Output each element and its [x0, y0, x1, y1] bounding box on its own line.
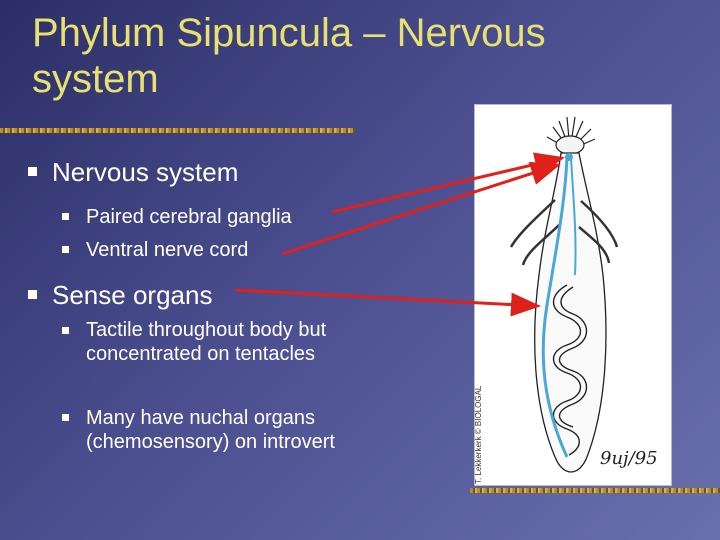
sipunculid-drawing — [509, 116, 619, 473]
bullet-marker — [28, 290, 37, 299]
sipunculid-illustration — [474, 104, 672, 486]
sub-bullet-cerebral-ganglia: Paired cerebral ganglia — [86, 206, 292, 228]
sub-bullet-marker — [62, 414, 69, 421]
arrow-to-cerebral-ganglia — [331, 152, 565, 214]
sub-bullet-nerve-cord: Ventral nerve cord — [86, 239, 249, 261]
bullet-nervous-system: Nervous system — [52, 157, 239, 187]
decorative-divider-bottom — [470, 488, 720, 493]
sub-bullet-marker — [62, 213, 69, 220]
sub-bullet-nuchal-organs: Many have nuchal organs (chemosensory) o… — [86, 407, 335, 453]
bullet-sense-organs: Sense organs — [52, 280, 213, 310]
slide-title: Phylum Sipuncula – Nervous system — [32, 11, 546, 101]
decorative-divider — [0, 128, 355, 133]
sub-bullet-tactile: Tactile throughout body but concentrated… — [86, 319, 327, 365]
bullet-marker — [28, 167, 37, 176]
sub-bullet-marker — [62, 246, 69, 253]
arrow-to-nerve-cord — [281, 161, 561, 256]
artist-signature: 9uj/95 — [600, 448, 658, 469]
arrow-to-sense-organs — [235, 288, 541, 317]
sub-bullet-marker — [62, 327, 69, 334]
